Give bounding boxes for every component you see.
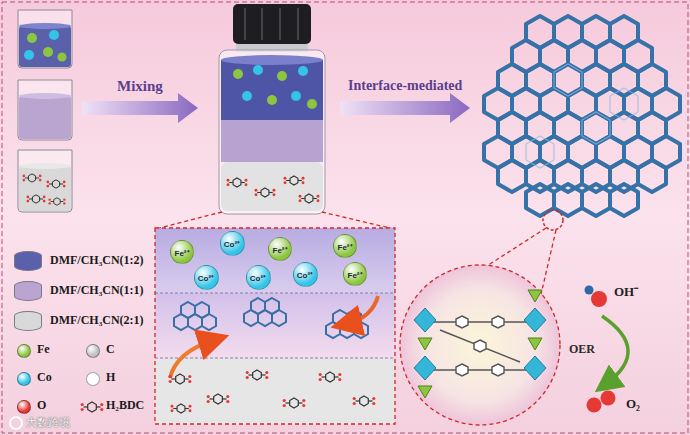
ion-label: Co²⁺: [224, 238, 240, 249]
legend-text: DMF/CH₃CN(1:2): [50, 253, 144, 268]
solvent-swatch: [14, 251, 42, 271]
ion-label: Fe²⁺: [338, 241, 353, 252]
molecule-icon: [80, 400, 104, 414]
mof-network: [484, 16, 680, 216]
ion-circle: Co²⁺: [246, 265, 271, 290]
beaker-1: [18, 10, 72, 68]
legend-text: O: [37, 398, 46, 413]
ion-circle: Fe²⁺: [170, 240, 194, 264]
legend-text: DMF/CH₃CN(2:1): [50, 313, 144, 328]
species-label: OH⁻: [614, 282, 638, 300]
detail-circle: [400, 265, 560, 425]
ion-label: Co²⁺: [250, 272, 266, 283]
solvent-swatch: [14, 281, 42, 301]
ion-label: Fe²⁺: [273, 244, 288, 255]
atom-swatch: [17, 344, 31, 358]
atom-swatch: [17, 400, 31, 414]
atom-swatch: [86, 344, 100, 358]
legend-text: C: [106, 342, 115, 357]
legend-text: H₂BDC: [106, 398, 144, 413]
atom-swatch: [86, 372, 100, 386]
beaker-2: [18, 80, 72, 140]
ion-label: Fe²⁺: [175, 247, 190, 258]
legend-text: H: [106, 370, 115, 385]
step-label: Mixing: [117, 78, 163, 95]
reaction-label: OER: [569, 342, 595, 357]
atom-swatch: [17, 372, 31, 386]
zoom-box: [155, 228, 395, 424]
ion-label: Co²⁺: [198, 272, 214, 283]
ion-circle: Fe²⁺: [268, 237, 292, 261]
step-label: Interface-mediated: [348, 78, 462, 94]
ion-circle: Co²⁺: [194, 265, 219, 290]
solvent-swatch: [14, 311, 42, 331]
legend-text: Fe: [37, 342, 50, 357]
ion-label: Co²⁺: [297, 269, 313, 280]
vial: [219, 4, 325, 214]
species-label: O₂: [626, 396, 640, 412]
ion-circle: Fe²⁺: [343, 262, 367, 286]
legend-text: DMF/CH₃CN(1:1): [50, 283, 144, 298]
ion-label: Fe²⁺: [348, 269, 363, 280]
ion-circle: Co²⁺: [220, 231, 245, 256]
beaker-3: [18, 150, 72, 212]
legend-text: Co: [37, 370, 52, 385]
ion-circle: Fe²⁺: [333, 234, 357, 258]
watermark: 大数跨境: [26, 415, 70, 430]
ion-circle: Co²⁺: [293, 262, 318, 287]
